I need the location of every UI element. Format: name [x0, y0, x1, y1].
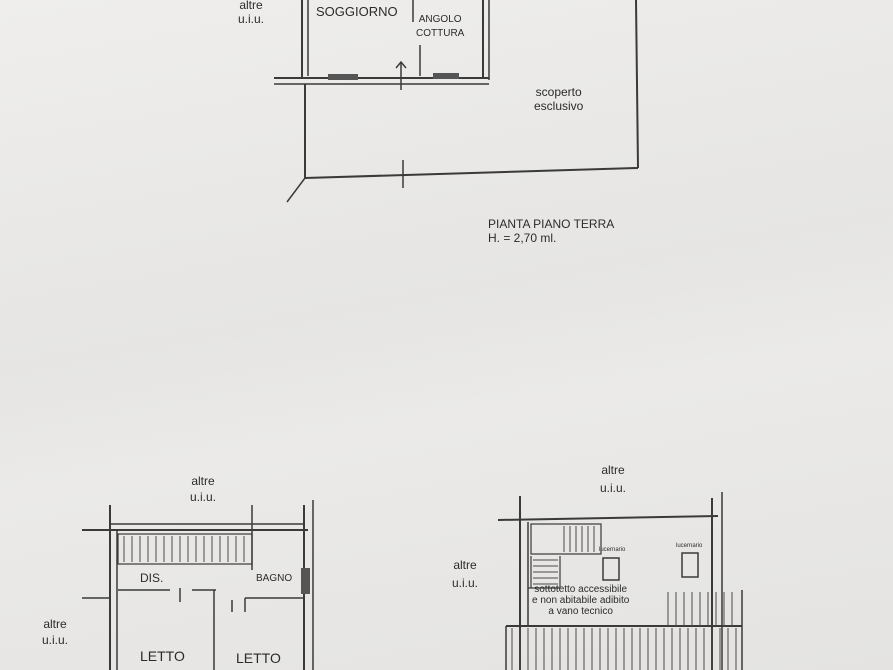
ff-room-hall: DIS.: [140, 571, 164, 585]
ff-neighbor-left-line2: u.i.u.: [42, 633, 69, 647]
ff-bath-window: [301, 568, 310, 594]
ff-neighbor-left-line1: altre: [43, 617, 67, 631]
ground-floor-plan: [274, 0, 639, 203]
gf-height: H. = 2,70 ml.: [488, 231, 557, 245]
garden-bottom-edge: [304, 167, 639, 179]
attic-plan: [497, 492, 743, 670]
hatching: [123, 526, 737, 670]
gf-room-kitchen: ANGOLO COTTURA: [416, 13, 464, 41]
ff-room-bedroom-right: LETTO: [236, 650, 281, 666]
at-top-wall: [497, 515, 719, 521]
gf-room-living: SOGGIORNO: [316, 4, 398, 19]
ff-room-bedroom-left: LETTO: [140, 648, 185, 664]
gf-neighbor-line1: altre: [239, 0, 263, 12]
gf-neighbor-line2: u.i.u.: [238, 12, 265, 26]
at-skylight-2: [681, 552, 699, 578]
ff-stair: [117, 533, 253, 565]
at-neighbor-left: altre u.i.u.: [452, 556, 478, 592]
at-skylight-1: [602, 557, 620, 581]
at-neighbor-top: altre u.i.u.: [600, 461, 626, 497]
ff-neighbor-left: altre u.i.u.: [42, 616, 68, 648]
garden-right-edge: [635, 0, 639, 169]
ff-neighbor-top: altre u.i.u.: [190, 473, 216, 505]
ff-room-bath: BAGNO: [256, 573, 293, 584]
first-floor-plan: [82, 500, 314, 670]
ff-neighbor-top-line2: u.i.u.: [190, 490, 217, 504]
at-note-line3: a vano tecnico: [548, 606, 613, 617]
gf-room-outdoor-line2: esclusivo: [534, 99, 584, 113]
at-skylight-1-label: lucernario: [599, 547, 626, 553]
gf-window-left: [328, 74, 358, 80]
garden-corner-mark: [286, 177, 306, 203]
gf-entry-arrow-head: [395, 60, 407, 69]
gf-room-outdoor: scoperto esclusivo: [534, 85, 583, 113]
at-neighbor-left-line2: u.i.u.: [452, 576, 479, 590]
at-note-line1: sottotetto accessibile: [534, 584, 628, 595]
at-note-line2: e non abitabile adibito: [532, 595, 630, 606]
gf-title-block: PIANTA PIANO TERRA H. = 2,70 ml.: [488, 217, 614, 245]
gf-title: PIANTA PIANO TERRA: [488, 217, 615, 231]
gf-window-right: [433, 73, 459, 79]
gf-room-kitchen-line2: COTTURA: [416, 28, 465, 39]
gf-room-kitchen-line1: ANGOLO: [418, 14, 462, 25]
at-neighbor-top-line2: u.i.u.: [600, 481, 627, 495]
at-neighbor-left-line1: altre: [453, 558, 477, 572]
at-stair: [530, 523, 602, 555]
gf-neighbor-label: altre u.i.u.: [238, 0, 264, 26]
at-neighbor-top-line1: altre: [601, 463, 625, 477]
ff-neighbor-top-line1: altre: [191, 474, 215, 488]
gf-room-outdoor-line1: scoperto: [535, 85, 582, 99]
at-note: sottotetto accessibile e non abitabile a…: [532, 584, 629, 617]
at-skylight-2-label: lucernario: [676, 543, 703, 549]
